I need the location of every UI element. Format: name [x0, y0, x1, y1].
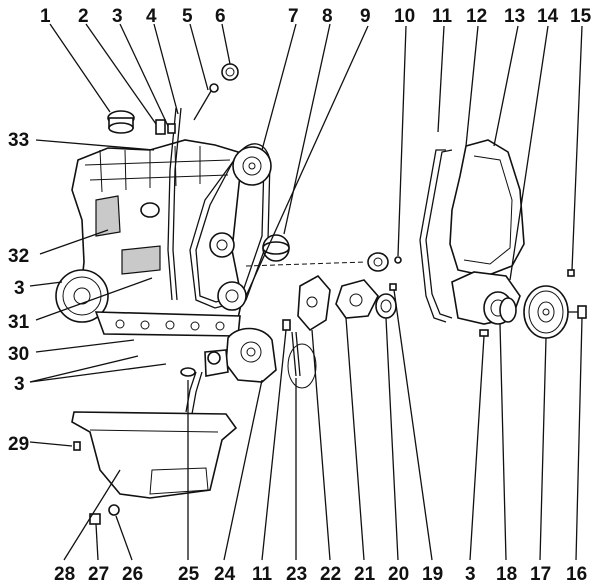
label-25: 25 [178, 564, 200, 585]
label-28: 28 [54, 564, 75, 585]
label-24: 24 [214, 564, 236, 585]
label-3-left-upper: 3 [14, 278, 25, 299]
label-22: 22 [320, 564, 341, 585]
label-7: 7 [288, 6, 299, 27]
label-30: 30 [8, 344, 29, 365]
label-14: 14 [537, 6, 559, 27]
label-27: 27 [88, 564, 109, 585]
label-31: 31 [8, 312, 30, 333]
label-17: 17 [530, 564, 551, 585]
label-8: 8 [322, 6, 333, 27]
label-26: 26 [122, 564, 143, 585]
label-11-bottom: 11 [252, 564, 273, 585]
label-10: 10 [394, 6, 415, 27]
timing-covers [419, 139, 587, 339]
label-13: 13 [504, 6, 525, 27]
label-21: 21 [354, 564, 376, 585]
label-4: 4 [146, 6, 157, 27]
label-33: 33 [8, 130, 29, 151]
oil-pan [71, 411, 238, 525]
label-12: 12 [466, 6, 487, 27]
label-20: 20 [388, 564, 409, 585]
label-3-bottom: 3 [465, 564, 476, 585]
label-3-top: 3 [112, 6, 123, 27]
label-16: 16 [566, 564, 587, 585]
label-29: 29 [8, 434, 29, 455]
label-23: 23 [286, 564, 307, 585]
label-9: 9 [360, 6, 371, 27]
leader-lines [29, 23, 583, 561]
label-32: 32 [8, 246, 29, 267]
label-19: 19 [422, 564, 443, 585]
oil-pump-assembly [180, 319, 317, 415]
label-15: 15 [570, 6, 592, 27]
label-11-top: 11 [432, 6, 453, 27]
part-number-labels: 1 2 3 4 5 6 7 8 9 10 11 12 13 14 15 33 3… [8, 6, 592, 585]
label-18: 18 [496, 564, 517, 585]
label-1: 1 [40, 6, 51, 27]
engine-block [55, 63, 366, 337]
label-6: 6 [215, 6, 226, 27]
label-5: 5 [182, 6, 193, 27]
label-2: 2 [78, 6, 89, 27]
front-seal-parts [297, 252, 402, 332]
label-3-left-lower: 3 [14, 374, 25, 395]
